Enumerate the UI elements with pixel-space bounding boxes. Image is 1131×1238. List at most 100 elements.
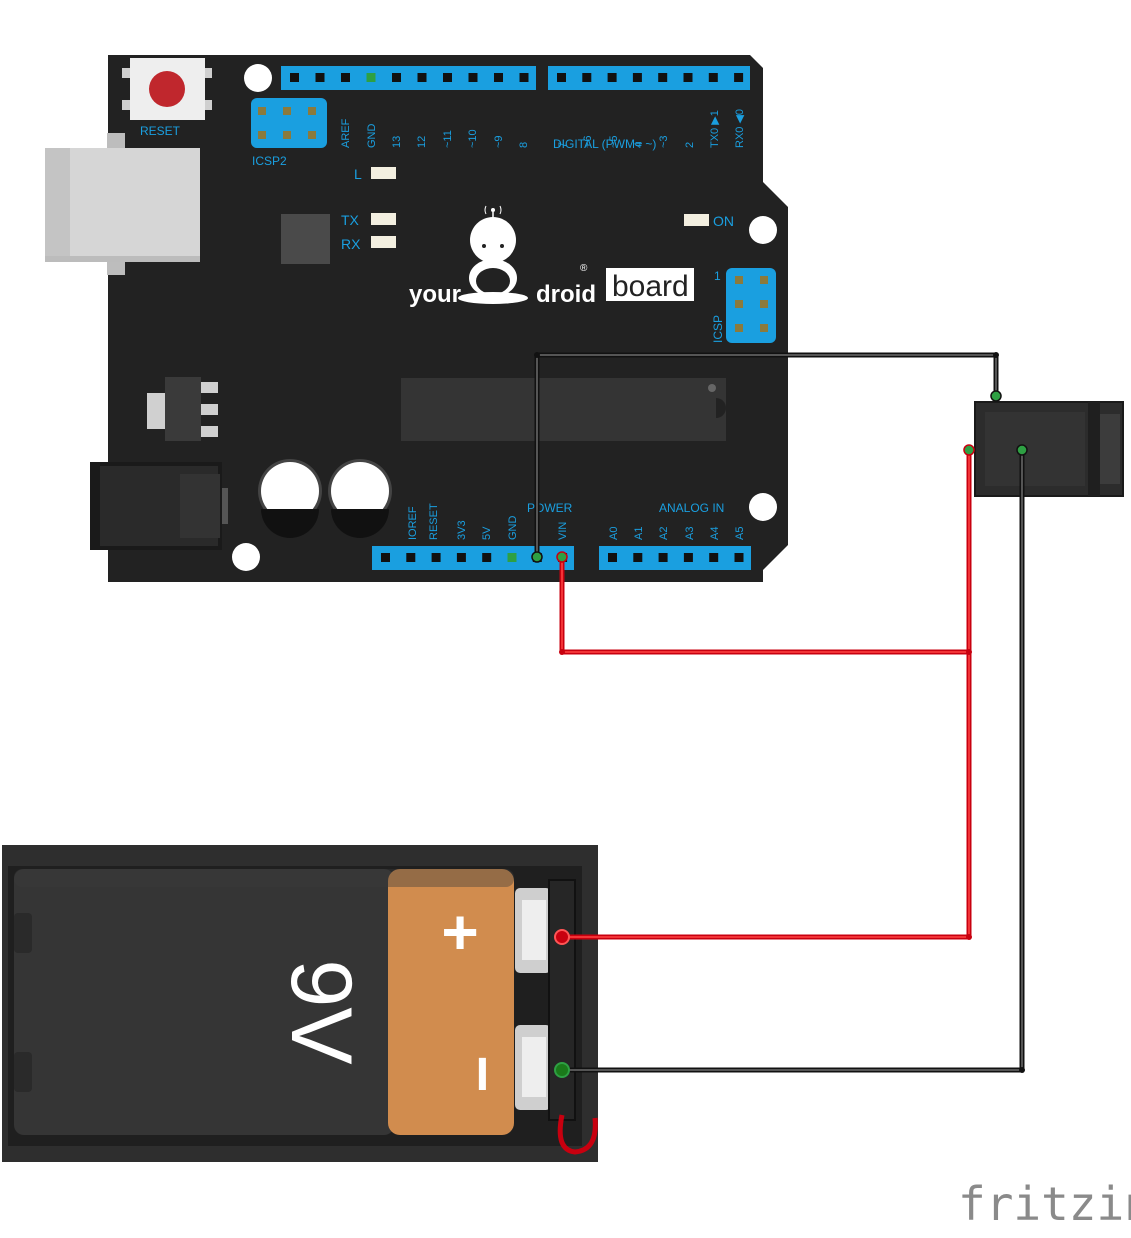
- header-pin: [456, 553, 466, 562]
- mounting-hole: [749, 216, 777, 244]
- icsp-header: [726, 268, 776, 343]
- pin-label: 2: [684, 142, 696, 148]
- pin-label: 5V: [481, 526, 493, 540]
- pin-label: ~6: [582, 135, 594, 148]
- pin-label: ~10: [467, 129, 479, 148]
- registered-mark: ®: [580, 263, 588, 274]
- header-pin: [557, 73, 566, 82]
- yourdroid-logo: [458, 205, 528, 304]
- pin-label: 7: [557, 142, 569, 148]
- digital-header: [281, 66, 750, 90]
- pin-label: 3V3: [456, 520, 468, 540]
- pin-label: ~3: [658, 135, 670, 148]
- battery-cap: [388, 869, 514, 1135]
- pin-label: RX0 ◀0: [734, 109, 746, 148]
- board-pcb: [108, 55, 788, 582]
- header-pin: [507, 553, 517, 562]
- led-l-label: L: [354, 166, 362, 182]
- pin-label: ~9: [493, 135, 505, 148]
- pin-label: RESET: [428, 503, 440, 540]
- logo-left-text: your: [409, 281, 461, 308]
- voltage-regulator: [147, 377, 218, 441]
- pin-label: AREF: [340, 118, 352, 148]
- pin-label: TX0 ▶1: [709, 110, 721, 148]
- header-pin: [392, 73, 401, 82]
- icsp-pin1-label: 1: [714, 269, 721, 283]
- led-tx: [371, 213, 396, 225]
- usb-chip: [281, 214, 330, 264]
- header-pin: [494, 73, 503, 82]
- led-rx: [371, 236, 396, 248]
- wire-gnd[interactable]: [534, 352, 999, 560]
- pin-label: A4: [709, 527, 721, 540]
- logo-right-text: droid: [536, 281, 596, 308]
- reset-button[interactable]: [122, 58, 212, 120]
- led-rx-label: RX: [341, 236, 361, 252]
- reset-label: RESET: [140, 124, 181, 138]
- header-pin: [708, 73, 718, 82]
- header-pin: [658, 553, 668, 562]
- pin-label: GND: [366, 124, 378, 149]
- mounting-hole: [244, 64, 272, 92]
- robot-head-icon: [470, 217, 516, 263]
- header-pin: [468, 73, 478, 82]
- icsp2-label: ICSP2: [252, 154, 287, 168]
- icsp-label: ICSP: [711, 315, 725, 343]
- connection-points: [531, 352, 1028, 1078]
- pin-label: VIN: [557, 522, 569, 540]
- pin-label: GND: [507, 516, 519, 541]
- header-pin: [341, 73, 350, 82]
- mounting-hole: [749, 493, 777, 521]
- capacitor: [328, 459, 392, 538]
- led-on: [684, 214, 709, 226]
- header-pin: [482, 553, 492, 562]
- led-l: [371, 167, 396, 179]
- board-dc-jack: [90, 462, 228, 550]
- header-pin: [417, 73, 427, 82]
- digital-title: DIGITAL (PWM= ~): [553, 137, 656, 151]
- header-pin: [366, 73, 376, 82]
- header-pin: [709, 553, 719, 562]
- external-dc-jack: [974, 401, 1124, 497]
- power-title: POWER: [527, 501, 573, 515]
- pin-label: IOREF: [407, 506, 419, 540]
- header-pin: [431, 553, 441, 562]
- analog-header: [599, 546, 751, 570]
- header-pin: [406, 553, 416, 562]
- header-pin: [683, 553, 693, 562]
- battery-voltage-label: 9V: [273, 959, 369, 1064]
- header-pin: [683, 73, 693, 82]
- header-pin: [608, 553, 617, 562]
- header-pin: [315, 73, 325, 82]
- fritzing-watermark: fritzing: [958, 1177, 1131, 1231]
- pin-label: 8: [518, 142, 530, 148]
- microcontroller-chip: [401, 378, 726, 441]
- capacitor: [258, 459, 322, 538]
- pin-label: A0: [608, 527, 620, 540]
- pin-label: ~5: [608, 135, 620, 148]
- led-tx-label: TX: [341, 212, 360, 228]
- icsp2-header: [251, 98, 327, 148]
- pin-label: 12: [416, 136, 428, 148]
- pin-label: 4: [633, 142, 645, 148]
- header-pin: [582, 73, 592, 82]
- header-pin: [734, 553, 744, 562]
- header-pin: [607, 73, 617, 82]
- header-pin: [658, 73, 668, 82]
- header-pin: [381, 553, 390, 562]
- battery-body: [14, 869, 394, 1135]
- header-pin: [519, 73, 529, 82]
- usb-connector: [45, 133, 200, 275]
- pin-label: A3: [684, 527, 696, 540]
- board-label-box: [606, 268, 694, 301]
- header-pin: [633, 553, 643, 562]
- reset-button-cap: [149, 71, 185, 107]
- power-header: [372, 546, 574, 570]
- battery-terminal-plus: [515, 888, 551, 973]
- battery-lead-wire: [557, 1114, 598, 1155]
- header-pin: [290, 73, 299, 82]
- pin-label: A5: [734, 527, 746, 540]
